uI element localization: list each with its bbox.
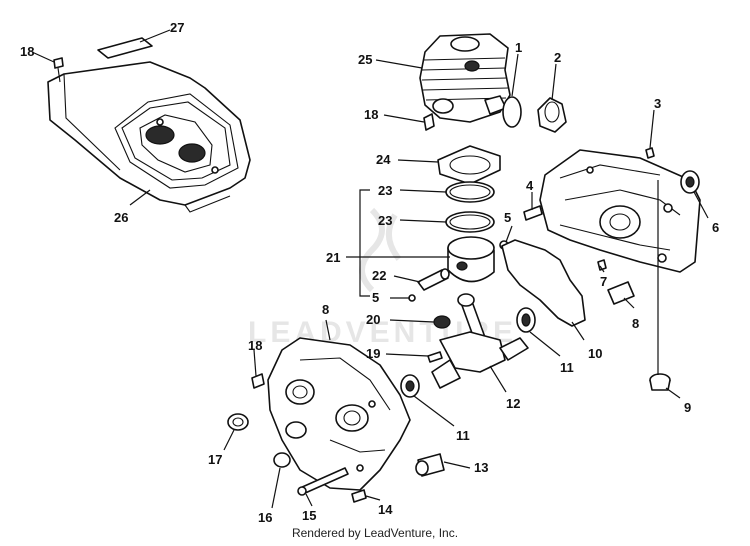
wrist-pin-part <box>417 268 450 291</box>
main-bearing-right-part <box>516 307 536 333</box>
cylinder-part <box>419 33 511 123</box>
callout-17: 17 <box>208 452 222 467</box>
callout-18-cover: 18 <box>20 44 34 59</box>
footer-credit: Rendered by LeadVenture, Inc. <box>291 526 459 540</box>
callout-11-right: 11 <box>560 360 574 375</box>
crank-seal-left-part <box>227 413 249 431</box>
crank-seal-right-part <box>680 170 700 194</box>
intake-gasket-part <box>502 96 522 128</box>
case-screw-part <box>523 205 543 221</box>
callout-16: 16 <box>258 510 272 525</box>
callout-14: 14 <box>378 502 393 517</box>
callout-27: 27 <box>170 20 184 35</box>
callout-2: 2 <box>554 50 561 65</box>
callout-7: 7 <box>600 274 607 289</box>
callout-24: 24 <box>376 152 391 167</box>
callout-6: 6 <box>712 220 719 235</box>
callout-18-case: 18 <box>248 338 262 353</box>
crankcase-gasket-part <box>501 239 586 327</box>
callout-19: 19 <box>366 346 380 361</box>
callout-5-left: 5 <box>372 290 379 305</box>
callout-1: 1 <box>515 40 522 55</box>
cover-screw-part <box>53 57 64 83</box>
callout-9: 9 <box>684 400 691 415</box>
callout-labels: 27 18 26 25 1 2 18 3 24 23 23 4 5 6 21 2… <box>20 20 719 525</box>
intake-boot-part <box>537 97 567 133</box>
callout-5-right: 5 <box>504 210 511 225</box>
leader-lines <box>31 29 709 509</box>
top-cover-part <box>47 61 251 213</box>
callout-11-left: 11 <box>456 428 470 443</box>
dowel-pin-part <box>645 147 655 159</box>
right-crankcase-part <box>539 149 701 273</box>
callout-18-cylinder: 18 <box>364 107 378 122</box>
callout-25: 25 <box>358 52 372 67</box>
callout-22: 22 <box>372 268 386 283</box>
left-crankcase-part <box>267 337 411 491</box>
crankshaft-part <box>431 293 529 389</box>
callout-20: 20 <box>366 312 380 327</box>
callout-23-lower: 23 <box>378 213 392 228</box>
base-gasket-part <box>437 145 501 185</box>
label-part <box>607 281 635 305</box>
key-part <box>427 351 443 363</box>
watermark-logo <box>359 207 402 293</box>
fitting-part <box>415 453 445 477</box>
callout-10: 10 <box>588 346 602 361</box>
cylinder-screw-part <box>423 113 435 131</box>
callout-4: 4 <box>526 178 534 193</box>
callout-26: 26 <box>114 210 128 225</box>
piston-part <box>447 236 495 283</box>
callout-8-left: 8 <box>322 302 329 317</box>
short-bolt-part <box>351 489 367 503</box>
washer-part <box>273 452 291 468</box>
callout-21: 21 <box>326 250 340 265</box>
main-bearing-left-part <box>400 374 420 398</box>
callout-23-upper: 23 <box>378 183 392 198</box>
callout-15: 15 <box>302 508 316 523</box>
needle-bearing-part <box>433 315 451 329</box>
long-bolt-part <box>297 467 349 496</box>
plug-part <box>649 373 671 391</box>
pin-part <box>597 259 607 271</box>
callout-8-right: 8 <box>632 316 639 331</box>
callout-12: 12 <box>506 396 520 411</box>
decal-part <box>97 37 153 59</box>
case-screw-left-part <box>251 373 265 389</box>
callout-3: 3 <box>654 96 661 111</box>
callout-13: 13 <box>474 460 488 475</box>
